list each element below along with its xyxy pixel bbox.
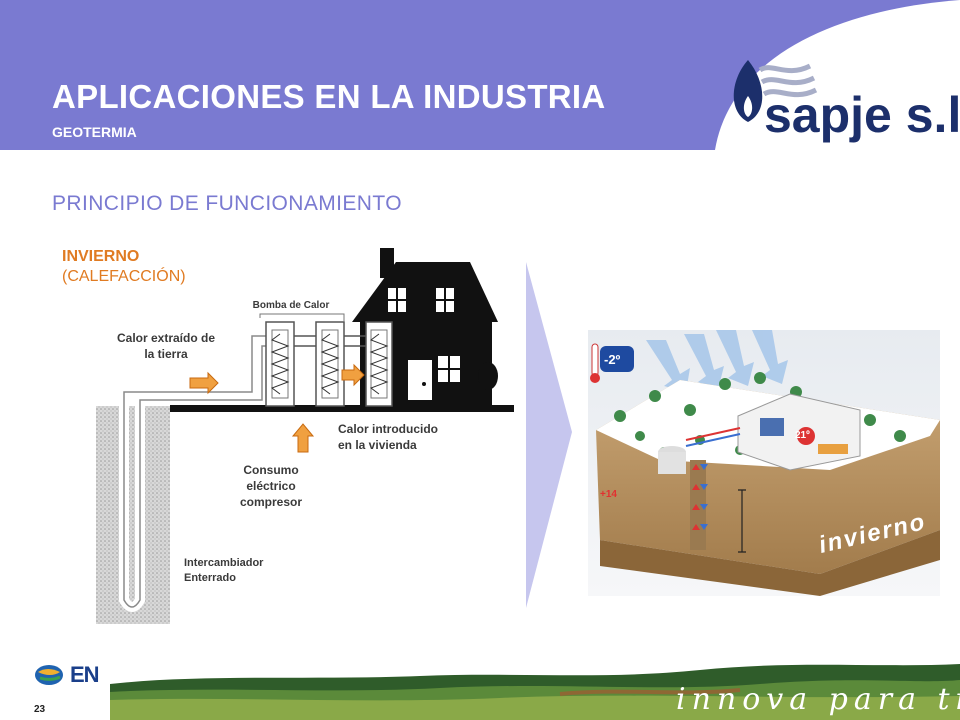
heat-introduced-arrow-icon <box>341 363 365 387</box>
electric-consumption-arrow-icon <box>291 423 315 453</box>
company-mark: EN <box>70 662 100 687</box>
globe-logo-icon <box>35 665 63 685</box>
footer-tagline: innova para ti <box>676 682 960 717</box>
label-electric-consumption: Consumo eléctrico compresor <box>239 463 303 509</box>
heat-extracted-arrow-icon <box>189 371 219 395</box>
ground-section <box>96 406 170 624</box>
section-title: PRINCIPIO DE FUNCIONAMIENTO <box>52 192 402 215</box>
page-subtitle: GEOTERMIA <box>52 124 137 140</box>
ground-line <box>170 405 514 412</box>
sapje-logo: sapje s.l. <box>715 0 960 150</box>
logo-text: sapje s.l. <box>764 87 960 143</box>
label-buried-exchanger: Intercambiador Enterrado <box>184 557 264 584</box>
page-number: 23 <box>34 704 46 715</box>
indoor-temperature: 21º <box>795 430 810 441</box>
page-title: APLICACIONES EN LA INDUSTRIA <box>52 78 606 115</box>
label-heat-introduced: Calor introducido en la vivienda <box>338 422 438 452</box>
mode-subtitle: (CALEFACCIÓN) <box>62 268 186 285</box>
outdoor-temperature: -2º <box>604 352 621 367</box>
heat-pump-unit <box>259 313 393 407</box>
label-heat-pump: Bomba de Calor <box>252 300 330 311</box>
footer-landscape <box>110 664 960 720</box>
mode-title: INVIERNO <box>62 248 140 265</box>
ground-temperature: +14 <box>600 489 617 500</box>
label-heat-extracted: Calor extraído de la tierra <box>116 331 216 361</box>
